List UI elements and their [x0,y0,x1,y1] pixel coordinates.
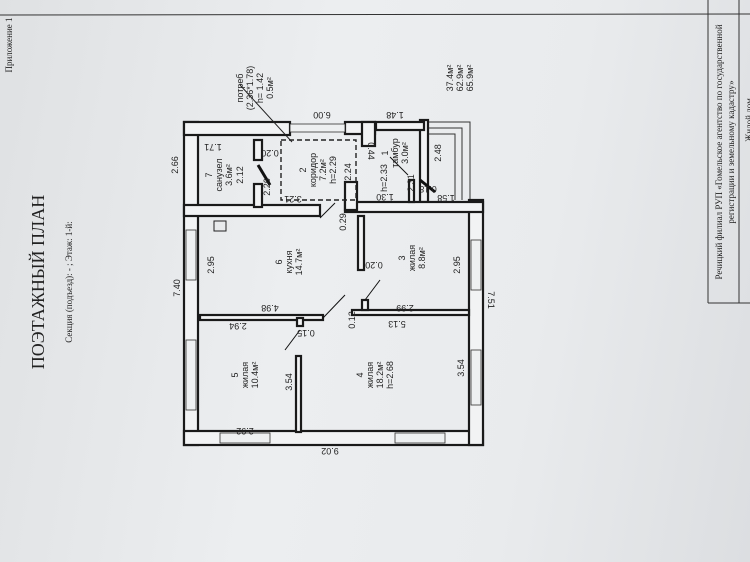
svg-text:1.30: 1.30 [376,192,394,202]
svg-text:8.8м²: 8.8м² [417,247,427,269]
room-5-label: 5 жилая 10.4м² [230,362,260,389]
organization-line-2: регистрации и земельному кадастру» [726,80,736,223]
svg-text:0.15: 0.15 [297,328,315,338]
room-6-label: 6 кухня 14.7м² [274,249,304,276]
total-area-2: 62.9м² [455,65,465,92]
svg-text:18.2м²: 18.2м² [375,362,385,389]
svg-text:6: 6 [274,259,284,264]
svg-text:2.95: 2.95 [452,256,462,274]
svg-text:3.21: 3.21 [284,194,302,204]
svg-text:3.6м²: 3.6м² [224,164,234,186]
svg-text:0.20: 0.20 [365,260,383,270]
svg-text:7: 7 [204,172,214,177]
svg-text:коридор: коридор [308,153,318,187]
svg-text:3.0м²: 3.0м² [400,142,410,164]
doors [256,156,436,351]
svg-text:0.29: 0.29 [338,213,348,231]
frame-line-top [0,13,750,16]
svg-text:0.12: 0.12 [347,311,357,329]
svg-text:7.51: 7.51 [486,291,496,309]
storage-leader-line [239,84,293,143]
svg-text:тамбур: тамбур [390,138,400,167]
svg-text:h=2.68: h=2.68 [385,361,395,389]
svg-text:2.95: 2.95 [206,256,216,274]
svg-text:3.54: 3.54 [456,359,466,377]
svg-text:2.99: 2.99 [396,303,414,313]
svg-text:3: 3 [397,255,407,260]
svg-text:0.18: 0.18 [419,184,437,194]
appendix-label: Приложение 1 [4,17,14,72]
room-4-label: 4 жилая 18.2м² h=2.68 [355,361,395,389]
svg-text:10.4м²: 10.4м² [250,362,260,389]
svg-text:4.98: 4.98 [261,303,279,313]
svg-text:6.00: 6.00 [313,110,331,120]
svg-text:7.2м²: 7.2м² [318,159,328,181]
svg-text:3.54: 3.54 [284,373,294,391]
svg-text:1.58: 1.58 [437,193,455,203]
svg-text:9.02: 9.02 [321,446,339,456]
stove-icon [213,220,227,232]
organization-line-1: Речицкий филиал РУП «Гомельское агентств… [714,24,724,279]
svg-text:1.48: 1.48 [386,110,404,120]
svg-text:5.13: 5.13 [388,319,406,329]
svg-text:жилая: жилая [365,362,375,388]
svg-text:жилая: жилая [407,245,417,271]
storage-label: потреб (2.36*1.78) h= 1.42 0.5м² [235,66,275,111]
svg-text:2.24: 2.24 [343,163,353,181]
tambour-porch-outline [418,118,471,204]
room-2-label: 2 коридор 7.2м² h=2.29 [298,153,338,187]
svg-text:5: 5 [230,372,240,377]
svg-text:2.94: 2.94 [229,321,247,331]
total-area-1: 37.4м² [445,65,455,92]
svg-text:жилая: жилая [240,362,250,388]
svg-text:2.48: 2.48 [433,144,443,162]
svg-text:2.31: 2.31 [406,174,416,192]
room-3-label: 3 жилая 8.8м² [397,245,427,271]
svg-text:(2.36*1.78): (2.36*1.78) [245,66,255,111]
svg-text:4: 4 [355,372,365,377]
svg-text:2.26: 2.26 [262,178,272,196]
svg-text:h=2.29: h=2.29 [328,156,338,184]
tambour-height: h=2.33 [379,164,389,192]
svg-text:1.71: 1.71 [204,142,222,152]
object-type: Жилой дом [744,98,750,142]
page-subtitle: Секция (подъезд): - ; Этаж: 1-й: [64,221,74,342]
svg-text:0.20: 0.20 [261,148,279,158]
dimension-labels: 7.40 7.51 9.02 6.00 1.48 2.66 1.71 2.12 … [170,110,496,456]
storage-outline [280,139,357,201]
windows [185,123,482,444]
svg-text:2: 2 [298,167,308,172]
svg-text:1: 1 [380,150,390,155]
svg-text:0.44: 0.44 [366,142,376,160]
svg-text:кухня: кухня [284,250,294,273]
svg-text:h= 1.42: h= 1.42 [255,73,265,103]
svg-text:санузел: санузел [214,159,224,192]
svg-text:потреб: потреб [235,74,245,103]
svg-text:7.40: 7.40 [172,279,182,297]
total-area-3: 65.9м² [465,65,475,92]
room-1-label: 1 тамбур 3.0м² [380,138,410,167]
room-7-label: 7 санузел 3.6м² [204,159,234,192]
svg-text:2.92: 2.92 [236,426,254,436]
svg-text:14.7м²: 14.7м² [294,249,304,276]
svg-text:2.66: 2.66 [170,156,180,174]
svg-text:2.12: 2.12 [235,166,245,184]
page-title: ПОЭТАЖНЫЙ ПЛАН [28,195,48,370]
svg-text:0.5м²: 0.5м² [265,77,275,99]
